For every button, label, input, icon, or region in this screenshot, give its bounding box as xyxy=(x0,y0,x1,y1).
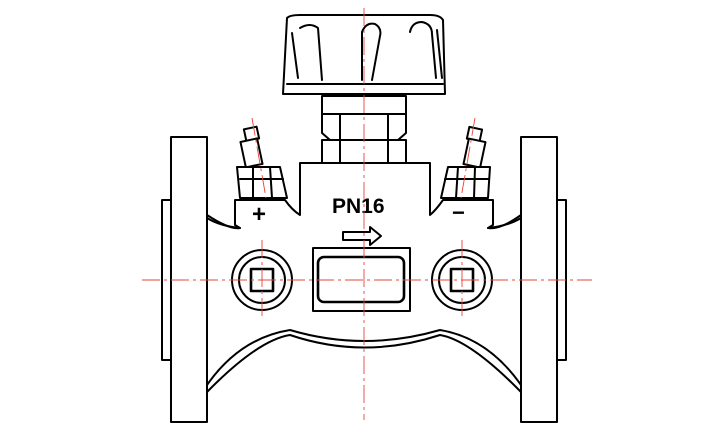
right-flange xyxy=(520,136,567,423)
centerlines xyxy=(142,8,592,420)
left-flange xyxy=(161,136,208,423)
plus-sign-label: + xyxy=(252,201,266,228)
minus-sign-label: − xyxy=(452,200,465,225)
scale-window xyxy=(312,247,411,312)
test-nipple-minus xyxy=(440,125,491,199)
flow-direction-arrow-icon xyxy=(342,226,382,246)
pressure-rating-label: PN16 xyxy=(332,195,385,218)
test-nipple-plus xyxy=(236,125,288,199)
